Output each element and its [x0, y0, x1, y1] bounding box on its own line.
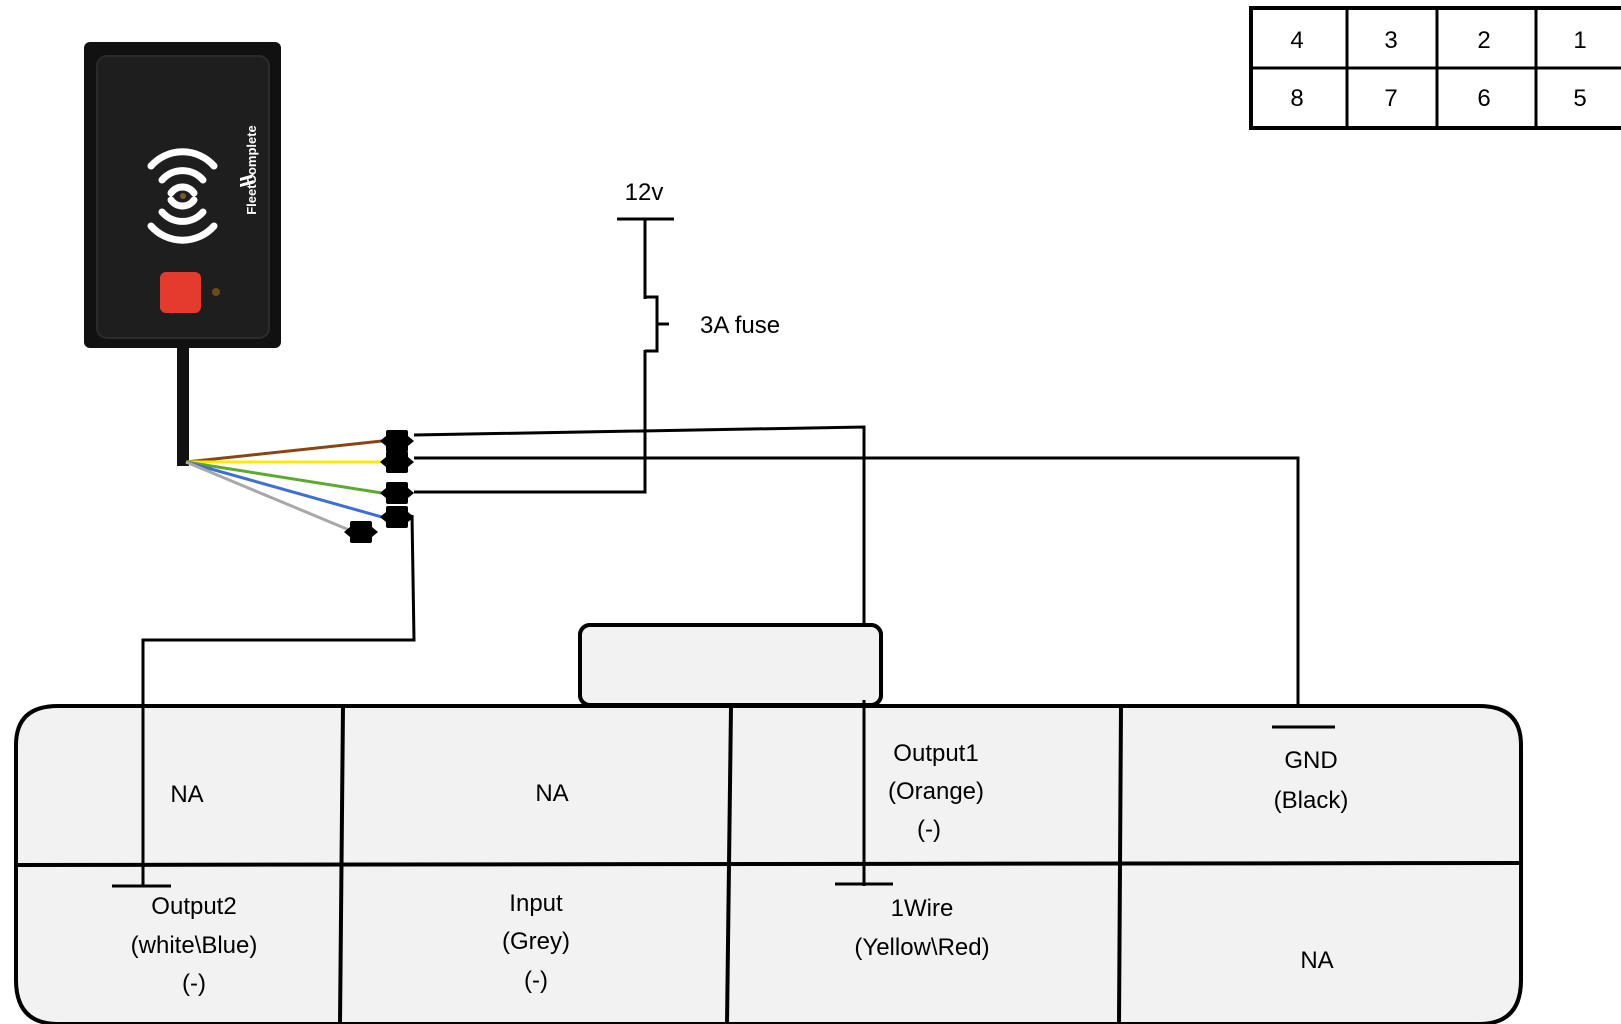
pin-cell-label: Output1 — [893, 740, 978, 767]
supply-label: 12v — [625, 179, 664, 206]
pin-label: 2 — [1477, 27, 1490, 54]
fuse-label: 3A fuse — [700, 312, 780, 339]
led-icon — [212, 288, 220, 296]
pin-cell-label: (white\Blue) — [131, 932, 258, 959]
pin-cell-label: (Black) — [1274, 787, 1349, 814]
butt-connectors — [344, 430, 414, 543]
grey-wire — [185, 460, 355, 534]
pin-label: 6 — [1477, 85, 1490, 112]
butt-connector-icon — [380, 482, 414, 504]
butt-connector-icon — [380, 451, 414, 473]
butt-connector-icon — [380, 506, 414, 528]
fleetcomplete-logo-icon — [240, 174, 254, 187]
butt-connector-icon — [380, 430, 414, 452]
pin-cell-label: (Orange) — [888, 778, 984, 805]
pin-cell-label: NA — [535, 780, 568, 807]
device-logo: FleetComplete — [244, 125, 259, 215]
pin-cell-label: (-) — [182, 970, 206, 997]
pin-cell-label: Output2 — [151, 893, 236, 920]
pin-label: 4 — [1290, 27, 1303, 54]
wire-to-12v-lower — [414, 350, 647, 494]
wire-terminals — [112, 725, 1335, 888]
fuse-icon — [645, 295, 669, 353]
pin-label: 1 — [1573, 27, 1586, 54]
pin-cell-label: (-) — [524, 967, 548, 994]
device-cable — [177, 348, 189, 466]
green-wire — [185, 460, 383, 495]
power-supply-terminal: 12v — [617, 179, 674, 221]
wire-to-gnd — [414, 456, 1300, 726]
connector-labels: NA NA Output1 (Orange) (-) GND (Black) O… — [131, 740, 1349, 997]
pin-number-table: 4 3 2 1 8 7 6 5 — [1249, 6, 1621, 130]
pin-cell-label: (Grey) — [502, 928, 570, 955]
pin-label: 3 — [1384, 27, 1397, 54]
nfc-wave-icon — [147, 148, 218, 244]
red-button-icon — [160, 272, 201, 313]
butt-connector-icon — [344, 521, 378, 543]
pin-label: 8 — [1290, 85, 1303, 112]
pin-cell-label: (Yellow\Red) — [854, 934, 989, 961]
blue-wire — [185, 460, 383, 519]
brown-wire — [185, 439, 383, 464]
vehicle-connector — [14, 623, 1523, 1024]
connector-row-divider — [15, 861, 1522, 867]
pin-cell-label: NA — [1300, 947, 1333, 974]
pin-cell-label: Input — [509, 890, 563, 917]
pin-label: 7 — [1384, 85, 1397, 112]
pin-cell-label: GND — [1284, 747, 1337, 774]
pin-cell-label: NA — [170, 781, 203, 808]
rfid-reader-device: FleetComplete — [84, 42, 281, 466]
pin-label: 5 — [1573, 85, 1586, 112]
colored-wires — [185, 439, 383, 534]
pin-cell-label: (-) — [917, 816, 941, 843]
pin-cell-label: 1Wire — [891, 895, 954, 922]
